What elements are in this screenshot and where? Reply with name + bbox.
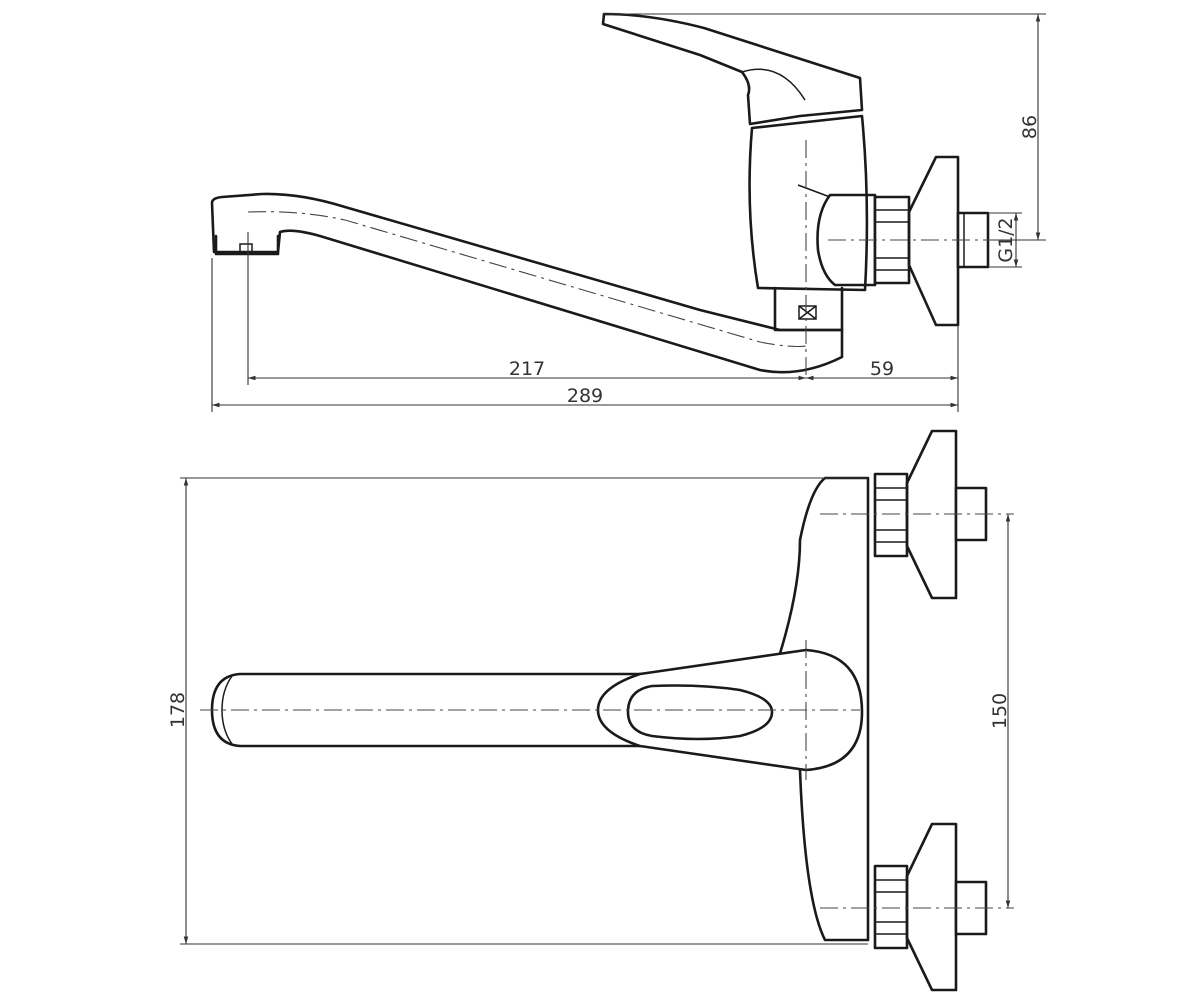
mixer-body-side (748, 114, 869, 292)
lever-side (601, 12, 864, 126)
aerator-slot (239, 243, 253, 255)
hex-nut-lower (873, 864, 909, 950)
bridge-body-top (776, 476, 870, 942)
flange-upper (905, 429, 958, 600)
dim-inlet-centers: 150 (989, 693, 1011, 729)
hex-nut-upper (873, 472, 909, 558)
dim-body-depth: 59 (870, 358, 894, 380)
eccentric-side (816, 193, 877, 287)
dim-spout-reach: 217 (509, 358, 545, 380)
dim-thread: G1/2 (995, 217, 1017, 262)
flange-side (907, 155, 960, 327)
lever-top (626, 684, 774, 741)
dim-height: 86 (1019, 115, 1041, 139)
spout-centerline (247, 211, 807, 348)
dim-overall-width: 178 (167, 692, 189, 728)
spout-side (210, 192, 844, 374)
diverter-box (798, 305, 817, 320)
top-view: 178 150 (167, 429, 1014, 992)
flange-lower (905, 822, 958, 992)
mixer-base-side (773, 286, 844, 332)
inlet-lower (873, 822, 988, 992)
dim-overall-length: 289 (567, 385, 603, 407)
side-view: 86 G1/2 217 59 289 (210, 12, 1046, 412)
